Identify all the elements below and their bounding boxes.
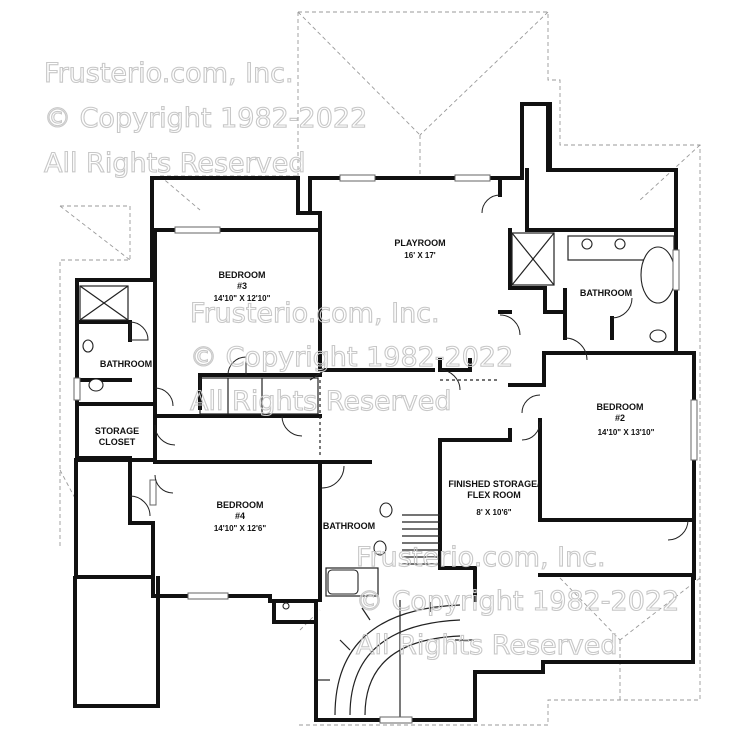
toilet-icon	[649, 329, 667, 343]
toilet-icon	[373, 540, 387, 556]
sink-icon	[82, 339, 94, 353]
svg-text:© Copyright 1982-2022: © Copyright 1982-2022	[356, 586, 679, 617]
bedroom4-size: 14'10" X 12'6"	[214, 524, 267, 533]
fixture-icon	[282, 602, 290, 610]
sink-icon	[379, 502, 393, 518]
playroom-size: 16' X 17'	[404, 251, 435, 260]
doors	[129, 194, 689, 541]
sink-icon	[581, 238, 593, 250]
bedroom4-label: BEDROOM	[217, 500, 264, 510]
sink-icon	[614, 238, 626, 250]
watermark-center: Frusterio.com, Inc. © Copyright 1982-202…	[189, 297, 513, 417]
svg-text:Frusterio.com, Inc.: Frusterio.com, Inc.	[356, 542, 606, 573]
svg-text:All Rights Reserved: All Rights Reserved	[44, 148, 305, 179]
playroom-label: PLAYROOM	[394, 238, 445, 248]
bathtub-icon	[327, 569, 359, 595]
bedroom3-size: 14'10" X 12'10"	[214, 294, 271, 303]
svg-text:All Rights Reserved: All Rights Reserved	[356, 630, 617, 661]
bedroom2-label: BEDROOM	[597, 402, 644, 412]
interior-walls	[75, 102, 696, 602]
flex-room-label-2: FLEX ROOM	[467, 490, 521, 500]
flex-room-size: 8' X 10'6"	[476, 508, 511, 517]
svg-text:All Rights Reserved: All Rights Reserved	[190, 386, 451, 417]
svg-text:Frusterio.com, Inc.: Frusterio.com, Inc.	[44, 58, 294, 89]
svg-text:© Copyright 1982-2022: © Copyright 1982-2022	[190, 342, 513, 373]
bedroom2-number: #2	[615, 413, 625, 423]
flex-room-label: FINISHED STORAGE/	[448, 479, 540, 489]
bathtub-icon	[640, 246, 676, 304]
bathroom-right-label: BATHROOM	[580, 288, 632, 298]
storage-closet-label: STORAGE	[95, 426, 139, 436]
thin-details	[79, 232, 675, 718]
watermark-bottom-right: Frusterio.com, Inc. © Copyright 1982-202…	[355, 541, 679, 661]
svg-text:© Copyright 1982-2022: © Copyright 1982-2022	[44, 103, 367, 134]
watermark-top-left: Frusterio.com, Inc. © Copyright 1982-202…	[43, 57, 367, 179]
toilet-icon	[88, 378, 104, 392]
bedroom2-size: 14'10" X 13'10"	[598, 428, 655, 437]
svg-text:Frusterio.com, Inc.: Frusterio.com, Inc.	[190, 298, 440, 329]
bedroom3-number: #3	[237, 281, 247, 291]
windows	[73, 174, 698, 724]
bedroom3-label: BEDROOM	[219, 270, 266, 280]
storage-closet-label-2: CLOSET	[99, 437, 136, 447]
exterior-walls	[73, 102, 696, 722]
bathroom-left-label: BATHROOM	[100, 359, 152, 369]
bathroom-center-label: BATHROOM	[323, 521, 375, 531]
fixtures	[82, 238, 676, 610]
bedroom4-number: #4	[235, 511, 245, 521]
room-labels: PLAYROOM 16' X 17' BEDROOM #3 14'10" X 1…	[95, 238, 655, 533]
